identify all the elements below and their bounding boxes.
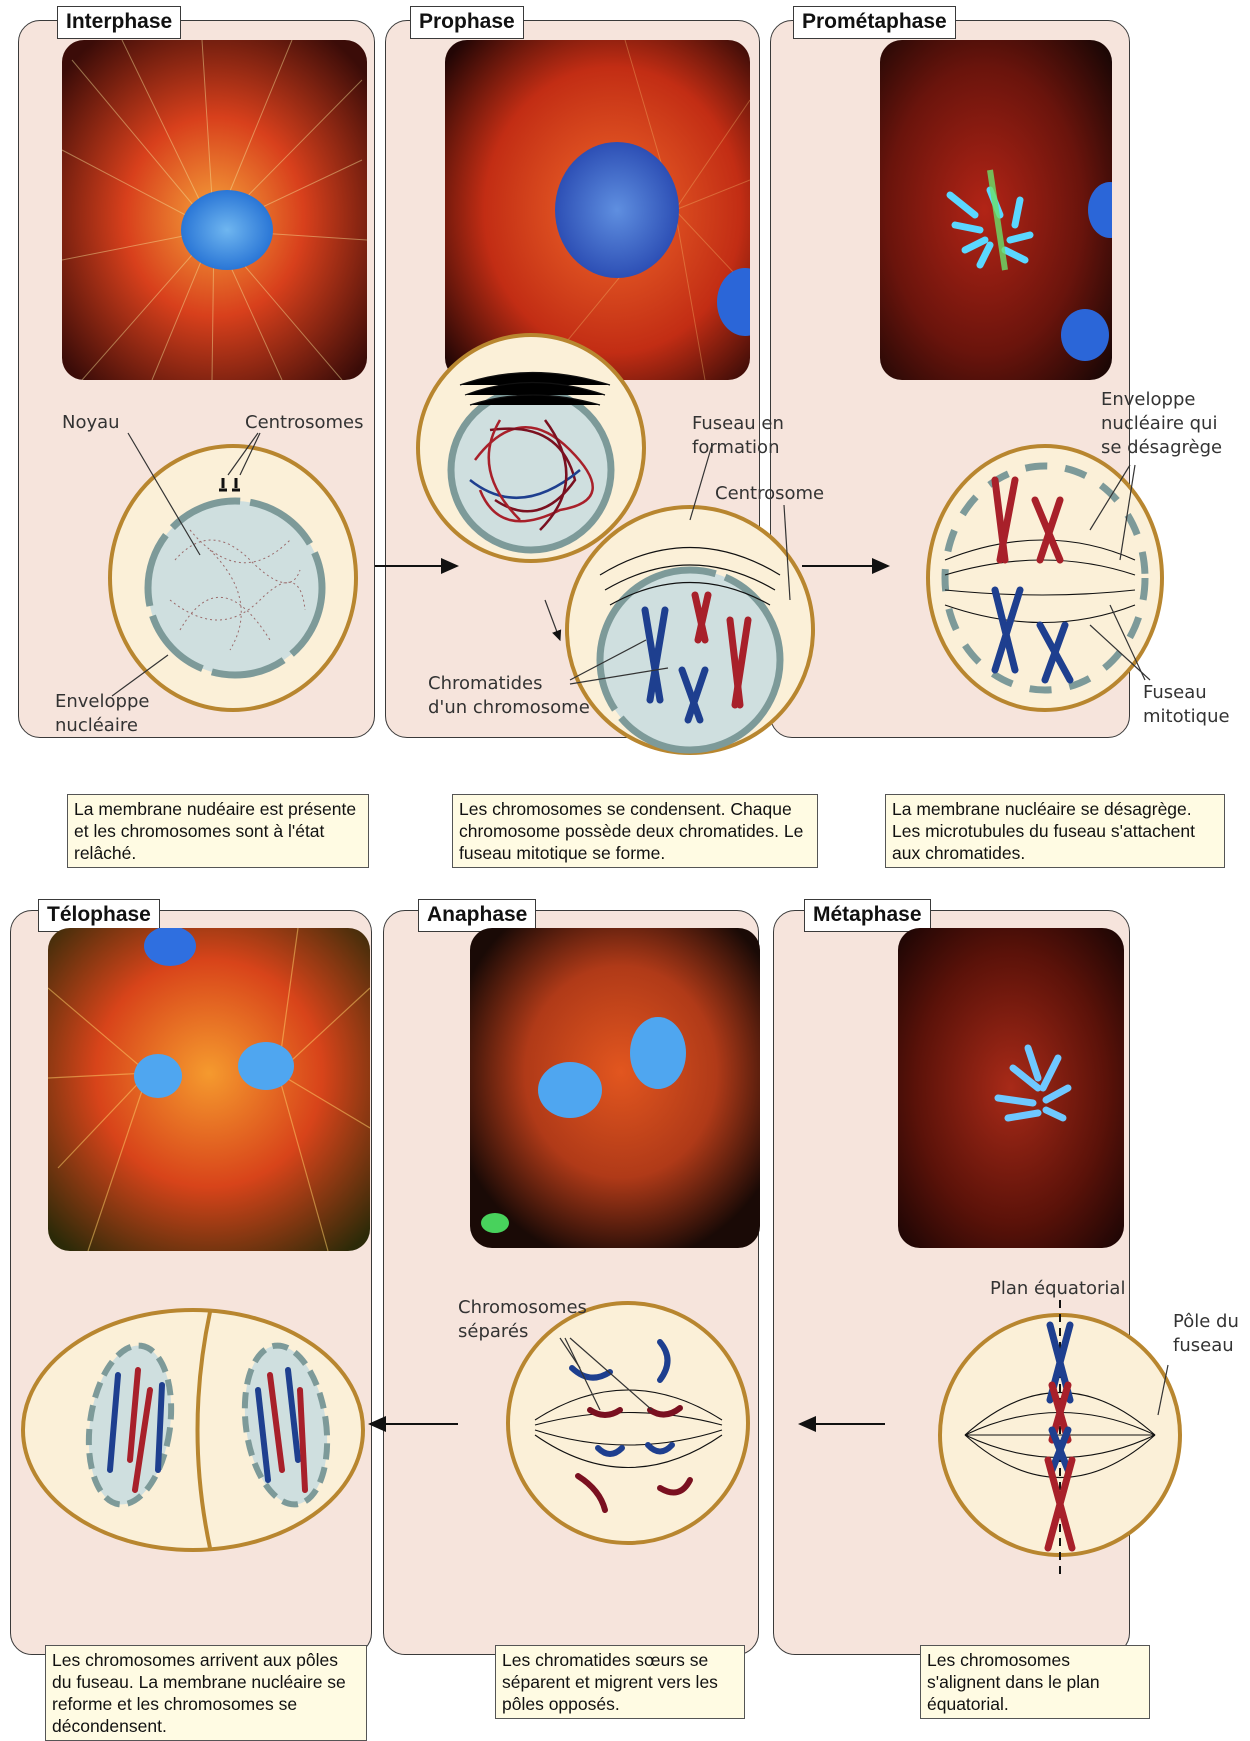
anaphase-caption: Les chromatides sœurs se séparent et mig… <box>495 1645 745 1719</box>
prometaphase-micrograph <box>880 40 1112 380</box>
prophase-caption: Les chromosomes se condensent. Chaque ch… <box>452 794 818 868</box>
prometaphase-caption: La membrane nucléaire se désagrège. Les … <box>885 794 1225 868</box>
label-pm-enveloppe-2: nucléaire qui <box>1101 412 1217 436</box>
metaphase-title: Métaphase <box>804 899 931 932</box>
interphase-caption: La membrane nudéaire est présente et les… <box>67 794 369 868</box>
metaphase-micrograph <box>898 928 1124 1248</box>
label-chromatides-2: d'un chromosome <box>428 696 590 720</box>
prometaphase-title: Prométaphase <box>793 6 956 39</box>
metaphase-caption: Les chromosomes s'alignent dans le plan … <box>920 1645 1150 1719</box>
label-pole-2: fuseau <box>1173 1334 1234 1358</box>
label-enveloppe-2: nucléaire <box>55 714 138 738</box>
label-pm-enveloppe-1: Enveloppe <box>1101 388 1195 412</box>
label-centrosomes: Centrosomes <box>245 411 364 435</box>
label-chromosomes-2: séparés <box>458 1320 528 1344</box>
label-centrosome: Centrosome <box>715 482 824 506</box>
interphase-micrograph <box>62 40 367 380</box>
label-enveloppe-1: Enveloppe <box>55 690 149 714</box>
label-chromosomes-1: Chromosomes <box>458 1296 587 1320</box>
label-pole-1: Pôle du <box>1173 1310 1239 1334</box>
telophase-micrograph <box>48 928 370 1251</box>
prophase-micrograph <box>445 40 750 380</box>
label-pm-fuseau-2: mitotique <box>1143 705 1230 729</box>
label-noyau: Noyau <box>62 411 120 435</box>
label-plan-equatorial: Plan équatorial <box>990 1277 1125 1301</box>
label-pm-enveloppe-3: se désagrège <box>1101 436 1222 460</box>
prophase-title: Prophase <box>410 6 524 39</box>
label-chromatides-1: Chromatides <box>428 672 543 696</box>
interphase-title: Interphase <box>57 6 181 39</box>
anaphase-micrograph <box>470 928 760 1248</box>
label-fuseau-2: formation <box>692 436 779 460</box>
telophase-caption: Les chromosomes arrivent aux pôles du fu… <box>45 1645 367 1741</box>
label-fuseau-1: Fuseau en <box>692 412 784 436</box>
label-pm-fuseau-1: Fuseau <box>1143 681 1207 705</box>
